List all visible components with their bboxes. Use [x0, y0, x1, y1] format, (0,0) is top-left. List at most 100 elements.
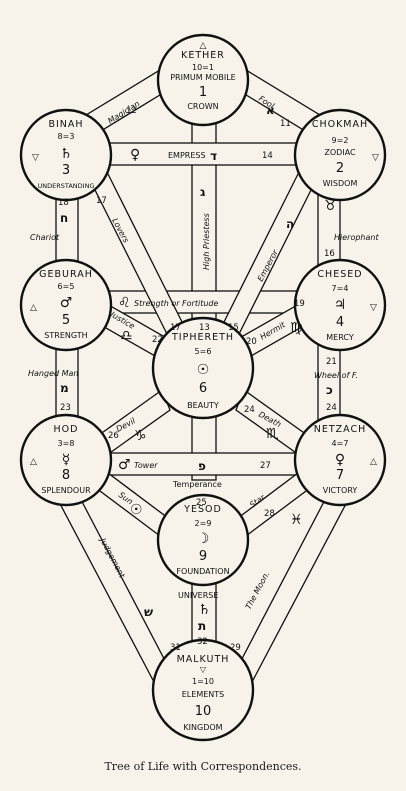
path-18-hebrew: ח — [60, 211, 68, 225]
venus-icon: ♀ — [335, 452, 345, 468]
path-29-label: The Moon. — [244, 570, 272, 611]
planet-label: ZODIAC — [324, 148, 356, 157]
sephirah-number: 4 — [336, 315, 344, 330]
moon-icon: ☽ — [197, 531, 210, 547]
path-18-number: 18 — [58, 198, 69, 208]
path-19-label: Strength or Fortitude — [134, 299, 218, 308]
grade-equation: 4=7 — [332, 439, 349, 448]
sephirah-title: VICTORY — [323, 486, 358, 495]
sephirah-chokmah: CHOKMAH 9=2 ZODIAC 2 WISDOM ▽ — [293, 108, 387, 202]
path-21-number: 21 — [326, 357, 337, 367]
sephirah-name: CHOKMAH — [312, 119, 368, 130]
planet-label: ELEMENTS — [182, 690, 224, 699]
sephirah-name: TIPHERETH — [171, 332, 234, 343]
sephirah-binah: BINAH 8=3 ♄ 3 UNDERSTANDING ▽ — [19, 108, 113, 202]
sephirah-name: GEBURAH — [39, 269, 93, 280]
sephirah-title: STRENGTH — [44, 331, 87, 340]
path-25-number: 25 — [196, 498, 207, 508]
earth-triangle-icon: ▽ — [200, 665, 207, 674]
path-21-hebrew: כ — [326, 383, 333, 397]
sephirah-number: 9 — [199, 549, 207, 564]
path-23-label: Hanged Man — [28, 369, 78, 378]
path-11-hebrew: א — [266, 103, 275, 117]
sephirah-title: BEAUTY — [187, 401, 219, 410]
triangle-icon: △ — [30, 303, 37, 313]
sephirah-title: FOUNDATION — [176, 567, 229, 576]
path-23-number: 23 — [60, 403, 71, 413]
triangle-icon: ▽ — [372, 153, 379, 163]
virgo-icon: ♍ — [290, 320, 303, 336]
scorpio-icon: ♏ — [266, 426, 279, 442]
sephirah-malkuth: MALKUTH ▽ 1=10 ELEMENTS 10 KINGDOM — [151, 638, 255, 742]
sephirah-name: MALKUTH — [177, 654, 230, 665]
path-16-label: Hierophant — [334, 233, 379, 242]
sephirah-number: 2 — [336, 161, 344, 176]
path-15-number: 15 — [228, 323, 239, 333]
mars-icon: ♂ — [118, 457, 131, 473]
libra-icon: ♎ — [120, 328, 133, 344]
path-14-number: 14 — [262, 151, 273, 161]
grade-equation: 2=9 — [195, 519, 212, 528]
sephirah-number: 10 — [195, 704, 212, 719]
sephirah-kether: △ KETHER 10=1 PRIMUM MOBILE 1 CROWN — [156, 33, 250, 127]
jupiter-icon: ♃ — [334, 297, 347, 313]
path-27-number: 27 — [260, 461, 271, 471]
planet-label: PRIMUM MOBILE — [170, 73, 236, 82]
sun-icon: ☉ — [130, 502, 143, 518]
grade-equation: 1=10 — [192, 677, 214, 686]
path-31-number: 31 — [170, 643, 181, 653]
grade-equation: 8=3 — [58, 132, 75, 141]
sephirah-number: 7 — [336, 468, 344, 483]
tree-of-life-diagram: △ KETHER 10=1 PRIMUM MOBILE 1 CROWN BINA… — [19, 33, 387, 742]
grade-equation: 6=5 — [58, 282, 75, 291]
sephirah-netzach: NETZACH 4=7 ♀ 7 VICTORY △ — [293, 413, 387, 507]
path-13-number: 13 — [199, 323, 210, 333]
sephirah-name: YESOD — [183, 504, 222, 515]
path-29-number: 29 — [230, 643, 241, 653]
path-32-number: 32 — [197, 637, 208, 647]
triangle-icon: ▽ — [32, 153, 39, 163]
pisces-icon: ♓ — [290, 512, 303, 528]
triangle-icon: ▽ — [370, 303, 377, 313]
grade-equation: 7=4 — [332, 284, 349, 293]
sephirah-number: 8 — [62, 468, 70, 483]
path-31-hebrew: ש — [144, 605, 153, 619]
saturn-icon: ♄ — [60, 146, 73, 162]
path-32-label: UNIVERSE — [178, 591, 218, 600]
sephirah-number: 5 — [62, 313, 70, 328]
path-25-label: Temperance — [172, 480, 222, 489]
path-23-hebrew: מ — [60, 381, 69, 395]
saturn-icon: ♄ — [198, 602, 211, 618]
path-14-label: EMPRESS — [168, 151, 206, 160]
sephirah-yesod: YESOD 2=9 ☽ 9 FOUNDATION — [156, 493, 250, 587]
sephirah-number: 6 — [199, 381, 207, 396]
path-24-number-inner: 24 — [244, 405, 255, 415]
path-20-number: 20 — [246, 337, 257, 347]
triangle-icon: △ — [370, 457, 377, 467]
sephirah-number: 1 — [199, 85, 207, 100]
path-21-label: Wheel of F. — [314, 371, 358, 380]
sephirah-geburah: GEBURAH 6=5 ♂ 5 STRENGTH △ — [19, 258, 113, 352]
path-26-number: 26 — [108, 431, 119, 441]
path-14-hebrew: ד — [210, 149, 217, 163]
path-13-label: High Priestess — [202, 213, 211, 270]
leo-icon: ♌ — [118, 295, 131, 311]
path-24-number: 24 — [326, 403, 337, 413]
venus-icon: ♀ — [130, 147, 140, 163]
path-16-number: 16 — [324, 249, 335, 259]
path-12-number: 12 — [126, 106, 137, 116]
capricorn-icon: ♑ — [134, 428, 147, 444]
sephirah-name: HOD — [54, 424, 79, 435]
sephirah-number: 3 — [62, 163, 70, 178]
sephirah-title: KINGDOM — [183, 723, 222, 732]
sephirah-name: BINAH — [48, 119, 83, 130]
sephirah-chesed: CHESED 7=4 ♃ 4 MERCY ▽ — [293, 258, 387, 352]
path-27-hebrew: פ — [198, 459, 206, 473]
sephirah-triangle-icon: △ — [200, 41, 207, 51]
sun-icon: ☉ — [197, 362, 210, 378]
sephirah-title: WISDOM — [323, 179, 358, 188]
path-32-hebrew: ת — [198, 619, 206, 633]
path-17-number-lower: 17 — [170, 323, 181, 333]
path-28-number: 28 — [264, 509, 275, 519]
grade-equation: 10=1 — [192, 63, 214, 72]
